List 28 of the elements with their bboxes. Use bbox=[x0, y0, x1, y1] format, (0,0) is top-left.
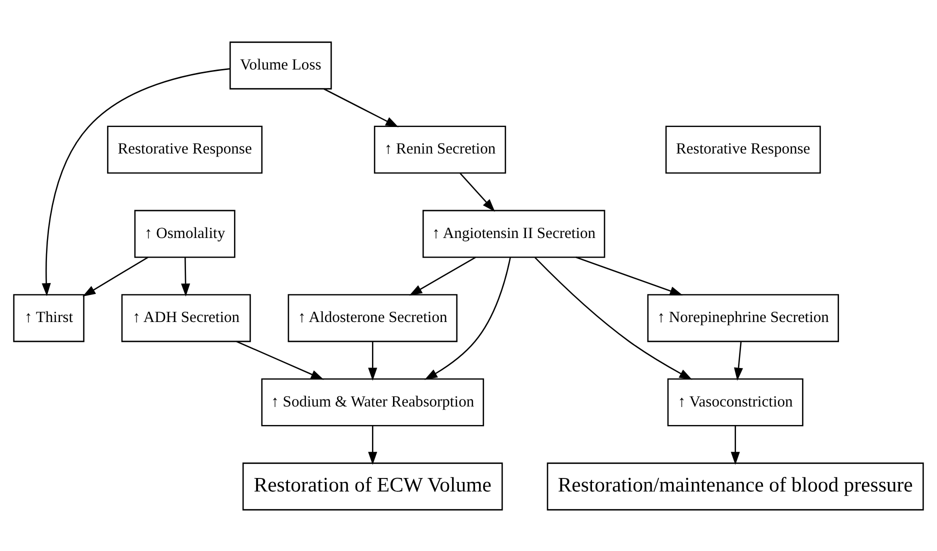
arrow bbox=[534, 256, 692, 380]
node-box: ↑ Aldosterone Secretion bbox=[288, 294, 458, 342]
node-box: ↑ Sodium & Water Reabsorption bbox=[261, 378, 484, 426]
arrow bbox=[424, 256, 511, 380]
node-box: ↑ Osmolality bbox=[134, 209, 236, 258]
node-box: Volume Loss bbox=[230, 41, 332, 89]
node-box: ↑ ADH Secretion bbox=[121, 294, 251, 342]
node-box: Restorative Response bbox=[665, 125, 821, 174]
node-box: ↑ Vasoconstriction bbox=[667, 378, 804, 426]
node-box: Restorative Response bbox=[107, 125, 263, 174]
arrow bbox=[324, 88, 399, 127]
arrow bbox=[181, 257, 190, 296]
arrow bbox=[576, 256, 683, 295]
node-box: ↑ Thirst bbox=[13, 294, 84, 342]
arrow bbox=[409, 256, 476, 296]
arrow bbox=[42, 68, 230, 296]
arrow bbox=[730, 425, 740, 464]
arrow bbox=[460, 172, 495, 212]
arrow bbox=[368, 425, 378, 464]
node-box: ↑ Norepinephrine Secretion bbox=[647, 294, 839, 342]
node-box: ↑ Renin Secretion bbox=[374, 125, 506, 174]
node-box: Restoration of ECW Volume bbox=[242, 462, 503, 510]
arrow bbox=[734, 341, 744, 380]
arrow bbox=[236, 340, 324, 380]
arrow bbox=[82, 256, 148, 296]
arrow bbox=[368, 341, 378, 380]
node-box: ↑ Angiotensin II Secretion bbox=[422, 209, 606, 258]
node-box: Restoration/maintenance of blood pressure bbox=[546, 462, 924, 510]
